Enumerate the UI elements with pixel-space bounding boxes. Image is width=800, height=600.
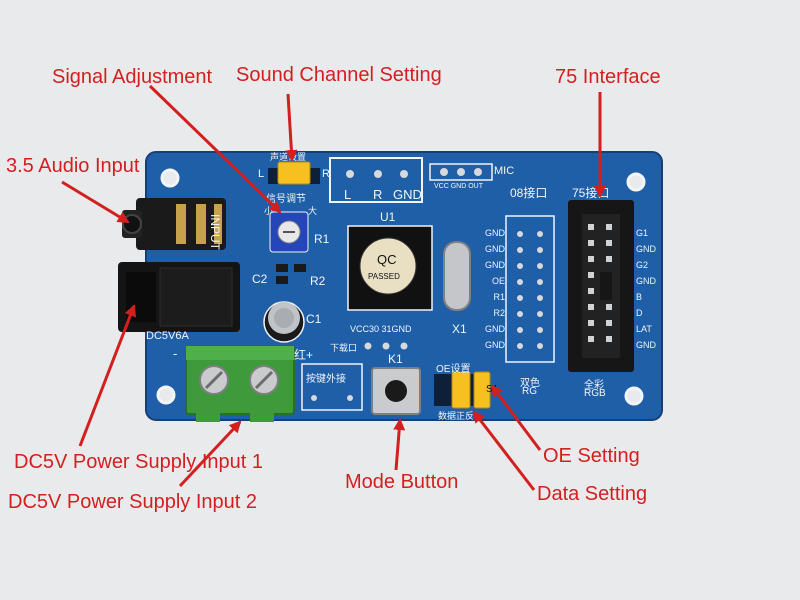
silk-dc5v6a: DC5V6A [146,330,189,342]
electrolytic-capacitor [263,301,305,343]
pin08-label: R2 [493,308,505,318]
mic-header [429,163,493,181]
pin75-label: GND [636,340,656,350]
pin08-label: GND [485,228,505,238]
callout-signal-adjustment: Signal Adjustment [52,66,213,88]
silk-dual-color: 双色 [520,378,540,389]
silk-download: 下载口 [330,343,358,353]
mode-button-k1 [371,367,421,415]
silk-input: INPUT [208,214,222,250]
silk-qc: QC [377,252,397,267]
pin75-label: D [636,308,643,318]
pin08-label: GND [485,244,505,254]
silk-r2: R2 [310,274,326,288]
iface08-pads [517,231,543,349]
pins08-list: GND GND GND OE R1 R2 GND GND [475,228,505,356]
silk-c1: C1 [306,312,322,326]
ext-key-outline [301,363,363,411]
silk-full-color: 全彩 [584,380,604,391]
silk-mic: MIC [494,165,515,177]
iface75-pins [588,224,612,342]
pin75-label: G1 [636,228,649,238]
pin08-label: GND [485,324,505,334]
silk-s1: S1 [486,384,499,395]
silk-sound-l: L [258,168,265,180]
silk-passed: PASSED [368,272,400,281]
callout-data-setting: Data Setting [537,483,648,505]
pin08-label: GND [485,340,505,350]
pins75-list: G1 GND G2 GND B D LAT GND [636,228,660,356]
silk-r1: R1 [314,232,330,246]
pin75-label: B [636,292,643,302]
iface75-connector [568,200,634,372]
silk-pins-vcc: VCC30 31GND [350,324,412,334]
silk-mic-pins: VCC GND OUT [434,183,483,190]
silk-x1: X1 [452,322,467,336]
u1-chip [347,225,433,311]
pin75-label: G2 [636,260,649,270]
iface08-outline [505,215,555,363]
silk-ext-key: 按键外接 [306,374,346,385]
crystal-x1 [443,241,471,311]
lrgnd-pads [346,170,408,178]
silk-red-plus: 红+ [294,348,314,362]
silk-lrgnd-l: L [344,187,352,202]
silk-oe-set: OE设置 [436,364,471,375]
silk-signal-cn: 信号调节 [266,194,306,205]
silk-k1: K1 [388,352,403,366]
pin08-label: R1 [493,292,505,302]
pin08-label: GND [485,260,505,270]
silk-sound-cn: 声道设置 [270,152,307,162]
callout-audio-input: 3.5 Audio Input [6,155,140,177]
callout-75-interface: 75 Interface [555,66,661,88]
silk-data-cn: 数据正反 [438,411,475,421]
silk-pot-min: 小 [264,206,274,216]
smd-parts [276,264,306,284]
dc-barrel-jack [118,262,240,332]
callout-dc5v-input-2: DC5V Power Supply Input 2 [8,491,258,513]
callout-oe-setting: OE Setting [543,445,640,467]
pin75-label: GND [636,244,656,254]
silk-c2: C2 [252,272,268,286]
silk-lrgnd-r: R [373,187,383,202]
download-pads [364,342,408,350]
pin08-label: OE [491,276,505,286]
potentiometer [269,211,309,253]
screw-terminal [185,345,295,422]
silk-lrgnd-gnd: GND [393,187,422,202]
lrgnd-outline [329,157,423,203]
silk-u1: U1 [380,210,396,224]
callout-dc5v-input-1: DC5V Power Supply Input 1 [14,451,264,473]
oe-data-jumpers [434,371,491,409]
ext-key-pads [311,395,353,401]
pin75-label: LAT [636,324,652,334]
silk-iface75: 75接口 [572,186,610,200]
callout-sound-channel-setting: Sound Channel Setting [236,64,442,86]
callout-mode-button: Mode Button [345,471,459,493]
silk-rg: RG [522,386,537,397]
silk-rgb: RGB [584,388,606,399]
pin75-label: GND [636,276,656,286]
silk-pot-max: 大 [308,206,318,216]
silk-sound-r: R [322,168,330,180]
silk-iface08: 08接口 [510,186,548,200]
silk-minus: - [173,346,178,361]
